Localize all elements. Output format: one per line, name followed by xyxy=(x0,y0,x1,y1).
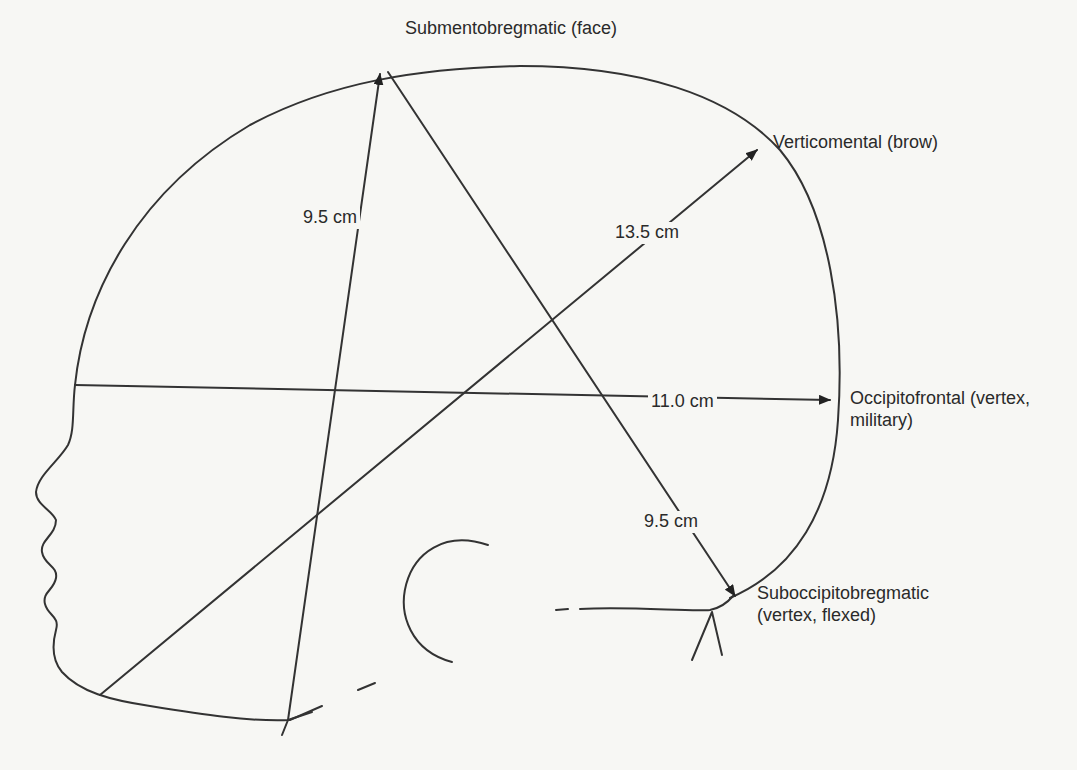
diameter-name: Verticomental (brow) xyxy=(773,132,938,154)
submentobregmatic-line xyxy=(288,74,380,720)
jaw-dash xyxy=(358,683,375,690)
diameter-name: Submentobregmatic (face) xyxy=(405,18,617,40)
occipitofrontal-line xyxy=(75,385,830,400)
occiput-mark xyxy=(692,612,722,660)
diameter-name: Occipitofrontal (vertex, military) xyxy=(850,388,1045,431)
verticomental-line xyxy=(100,150,757,695)
suboccipitobregmatic-line xyxy=(388,72,735,596)
dimension-label: 9.5 cm xyxy=(641,511,701,533)
dimension-label: 9.5 cm xyxy=(300,207,360,229)
dimension-label: 11.0 cm xyxy=(648,391,717,413)
head-outline xyxy=(75,66,840,598)
ear xyxy=(404,540,488,662)
face-profile xyxy=(36,385,322,720)
neck-line xyxy=(556,596,733,610)
chin-mark xyxy=(282,712,312,735)
dimension-label: 13.5 cm xyxy=(612,222,682,244)
diameter-name: Suboccipitobregmatic (vertex, flexed) xyxy=(757,583,962,626)
